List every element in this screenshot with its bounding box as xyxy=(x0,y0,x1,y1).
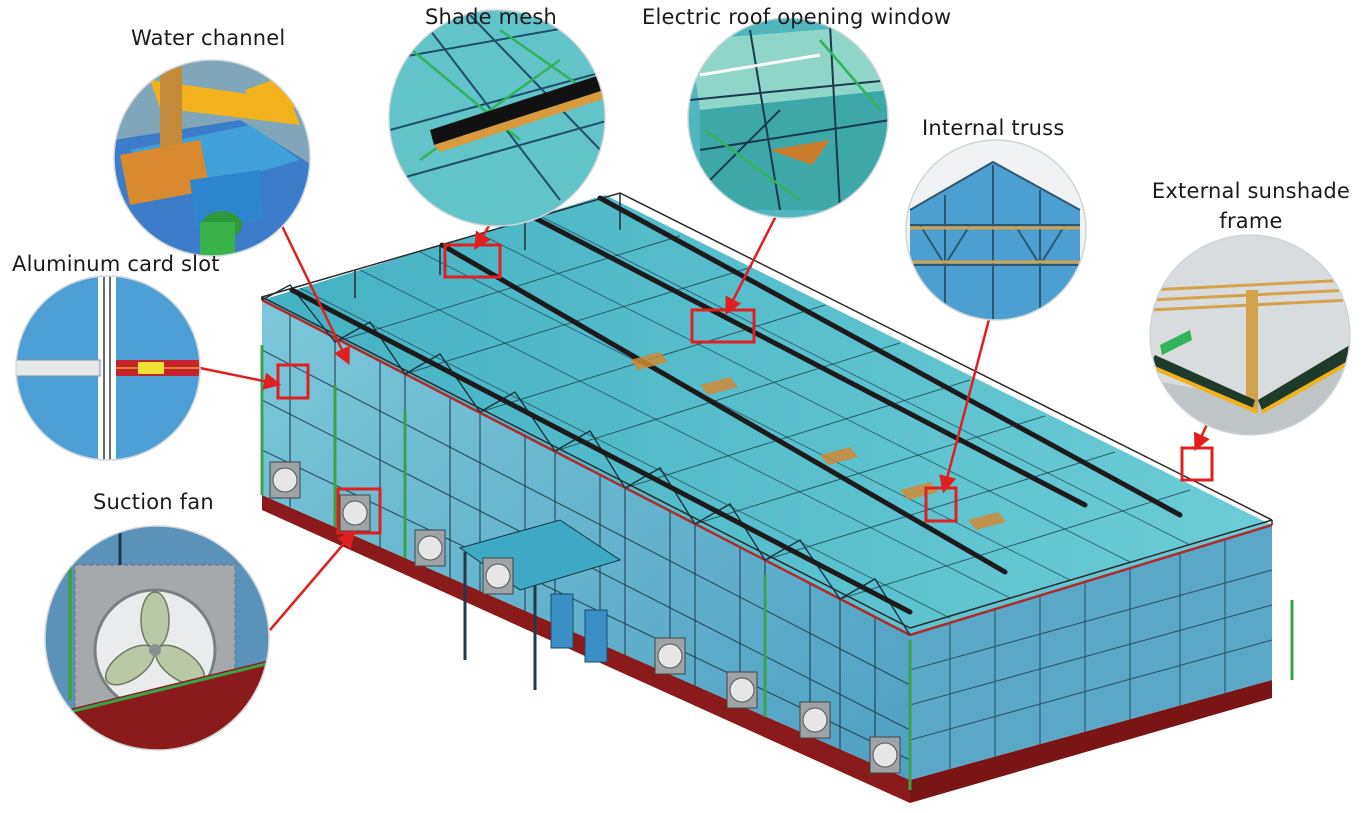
highlight-boxes xyxy=(276,243,1214,535)
internal-truss-arrow xyxy=(939,307,994,494)
pointer-arrows xyxy=(199,207,1212,631)
entrance-door-left xyxy=(550,593,574,649)
suction-fan-label: Suction fan xyxy=(93,490,214,514)
aluminum-card-slot-label: Aluminum card slot xyxy=(12,252,220,276)
shade-mesh-label: Shade mesh xyxy=(425,5,558,29)
external-sunshade-label-line2: frame xyxy=(1219,209,1283,233)
roof-purlins xyxy=(299,215,1191,619)
roof-surface xyxy=(262,195,1272,635)
side-wall-grid xyxy=(909,539,1273,769)
base-curb-side xyxy=(910,680,1272,803)
sunshade-frame-highlight xyxy=(1180,446,1214,482)
internal-truss-circle-border xyxy=(905,139,1087,321)
roof-window-arrow xyxy=(725,211,780,316)
internal-truss-detail-circle xyxy=(906,140,1086,320)
wall-fans xyxy=(269,461,901,774)
sunshade-frame-detail-circle xyxy=(1150,235,1350,435)
shade-mesh-detail-circle xyxy=(389,10,605,226)
external-sunshade-label-line1: External sunshade xyxy=(1151,179,1351,203)
greenhouse-body xyxy=(260,192,1294,803)
card-slot-arrow xyxy=(199,366,282,390)
electric-roof-window-detail-circle xyxy=(688,18,888,218)
aluminum-card-slot-detail-circle xyxy=(16,276,200,460)
suction-fan-arrow xyxy=(269,530,356,631)
front-eave-beam xyxy=(261,298,911,637)
sunshade-frame-circle-border xyxy=(1149,234,1351,436)
shade-mesh-circle-border xyxy=(388,9,606,227)
side-wall-right xyxy=(910,525,1272,780)
shade-bars xyxy=(289,195,1183,615)
water-channel-circle-border xyxy=(113,59,311,257)
suction-fan-circle-border xyxy=(44,525,270,751)
entrance-door-right xyxy=(584,609,608,663)
roof-valleys xyxy=(334,235,1191,600)
side-eave-beam xyxy=(909,523,1273,637)
electric-roof-window-circle-border xyxy=(687,17,889,219)
water-channel-label: Water channel xyxy=(131,26,286,50)
water-channel-arrow xyxy=(280,225,350,366)
electric-roof-window-label: Electric roof opening window xyxy=(642,5,952,29)
green-posts xyxy=(260,345,1294,790)
suction-fan-detail-circle xyxy=(45,526,269,750)
internal-truss-label: Internal truss xyxy=(922,116,1065,140)
suction-fan-highlight xyxy=(336,487,382,535)
water-channel-detail-circle xyxy=(114,60,310,256)
roof-window-highlight xyxy=(690,308,756,344)
shade-mesh-highlight xyxy=(443,243,502,279)
aluminum-card-slot-circle-border xyxy=(15,275,201,461)
